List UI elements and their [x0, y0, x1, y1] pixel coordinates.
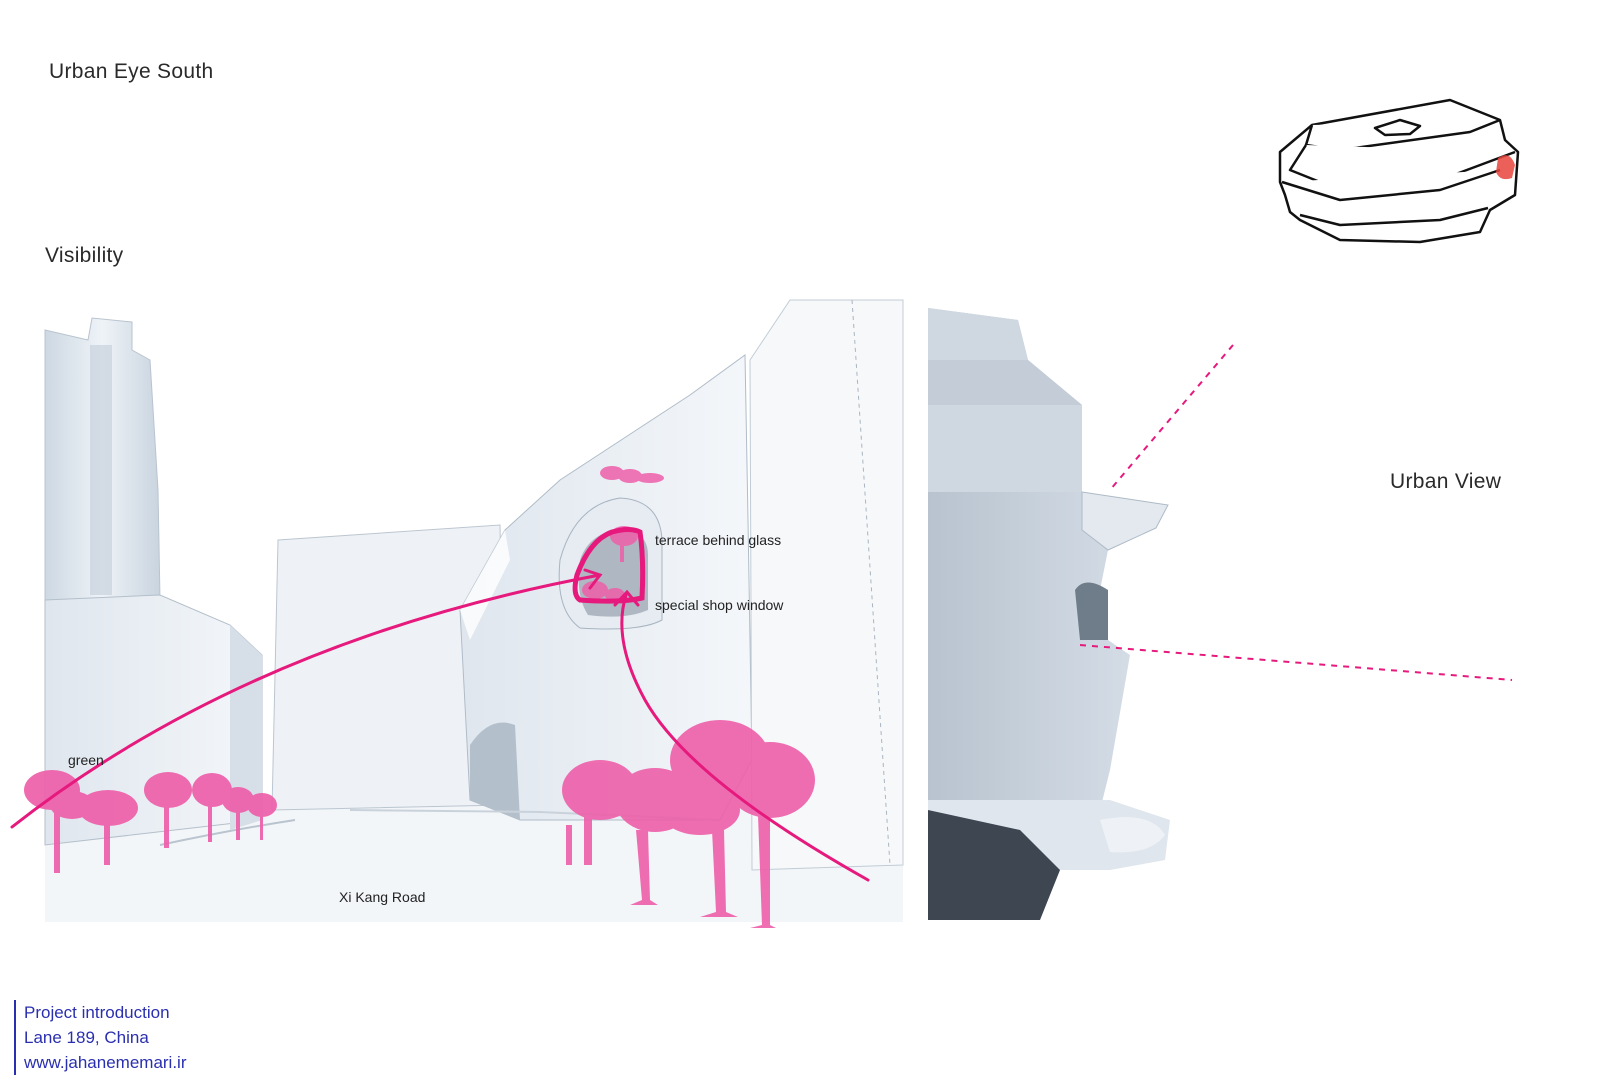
urban-view-heading: Urban View: [1390, 470, 1502, 493]
footer-credits: Project introduction Lane 189, China www…: [14, 1000, 187, 1075]
label-green: green: [68, 752, 104, 768]
urban-view-render: [928, 308, 1170, 920]
label-shop-window: special shop window: [655, 597, 784, 613]
view-lines: [1079, 344, 1513, 681]
ground-arch: [470, 722, 520, 820]
visibility-heading: Visibility: [45, 244, 124, 267]
footer-line-location: Lane 189, China: [24, 1028, 149, 1047]
right-tree-cluster: [562, 720, 815, 928]
page-title: Urban Eye South: [49, 60, 214, 83]
label-terrace: terrace behind glass: [655, 532, 782, 548]
building-outline-icon: [1278, 98, 1520, 244]
footer-link[interactable]: www.jahanememari.ir: [24, 1053, 187, 1072]
left-tree-row: [24, 770, 277, 873]
sight-lines: [10, 527, 870, 882]
highlight-marker: [1496, 155, 1515, 180]
footer-line-intro: Project introduction: [24, 1003, 170, 1022]
label-road: Xi Kang Road: [339, 889, 426, 905]
